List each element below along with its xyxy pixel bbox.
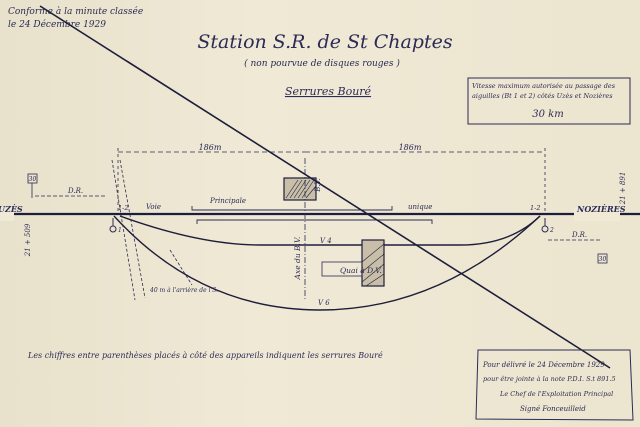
track-v6 [113,215,541,311]
gap-right [574,207,620,221]
bv-hatching [285,179,317,199]
speed-text-2: aiguilles (Bt 1 et 2) côtés Uzès et Nozi… [472,92,613,100]
distant-box-left-label: 30 [29,176,37,183]
station-subtitle: ( non pourvue de disques rouges ) [244,58,400,69]
signal-right-icon [541,225,549,233]
bv-axis-label: Axe du B.V. [293,236,302,280]
quai-platform [321,261,363,277]
footnote: Les chiffres entre parenthèses placés à … [27,351,383,360]
distant-box-right [597,253,608,264]
speed-text-1: Vitesse maximum autorisée au passage des [472,82,616,90]
note-line-2: le 24 Décembre 1929 [8,19,106,30]
dr-right-label: D.R. [571,231,587,239]
km-left: 21 + 509 [24,223,32,257]
garage-line-end [169,249,193,286]
signal-left-label: 1 [118,227,122,234]
signal-right-label: 2 [549,227,554,234]
garage-label: 40 m à l'arrière de l'S. [149,287,218,294]
stamp-box [475,349,634,421]
note-line-1: Conforme à la minute classée [8,6,143,17]
dimension-ticks [117,148,546,212]
station-title: Station S.R. de St Chaptes [197,31,452,53]
switch-left-label: 1-2 [118,204,128,212]
stamp-line-3: Le Chef de l'Exploitation Principal [499,390,613,398]
dr-left-label: D.R. [67,187,83,195]
stamp-line-2: pour être jointe à la note P.D.I. S.t 89… [483,375,616,383]
speed-box [467,77,631,125]
speed-value: 30 km [532,109,563,120]
stamp-line-4: Signé Fonceuilleid [520,405,586,413]
gap-left [0,207,14,221]
stamp-line-1: Pour délivré le 24 Décembre 1929 [482,361,605,369]
quai-hatching [361,243,385,287]
cancel-stroke [39,5,611,369]
platform-bracket-bottom [196,219,433,224]
heading-serrures: Serrures Bouré [285,85,372,98]
voie-label: Voie [146,203,161,211]
garage-lines [111,159,146,301]
v6-label: V 6 [318,299,330,307]
v4-label: V 4 [320,237,332,245]
distant-box-left [27,173,38,184]
principale-label: Principale [209,197,246,205]
signal-left-icon [109,225,117,233]
track-v4 [119,215,541,246]
km-right: 21 + 891 [619,172,627,206]
quai-label: Quai à D.V. [340,266,382,275]
unique-label: unique [408,203,432,211]
dimension-left: 186m [199,143,222,152]
dimension-right: 186m [399,143,422,152]
station-right-label: NOZIÈRES [576,204,626,214]
bv-label: B.V. [314,178,322,192]
station-left-label: UZÈS [0,204,23,214]
distant-box-right-label: 30 [599,256,607,263]
platform-bracket-top [191,206,393,211]
switch-right-label: 1-2 [530,204,540,212]
